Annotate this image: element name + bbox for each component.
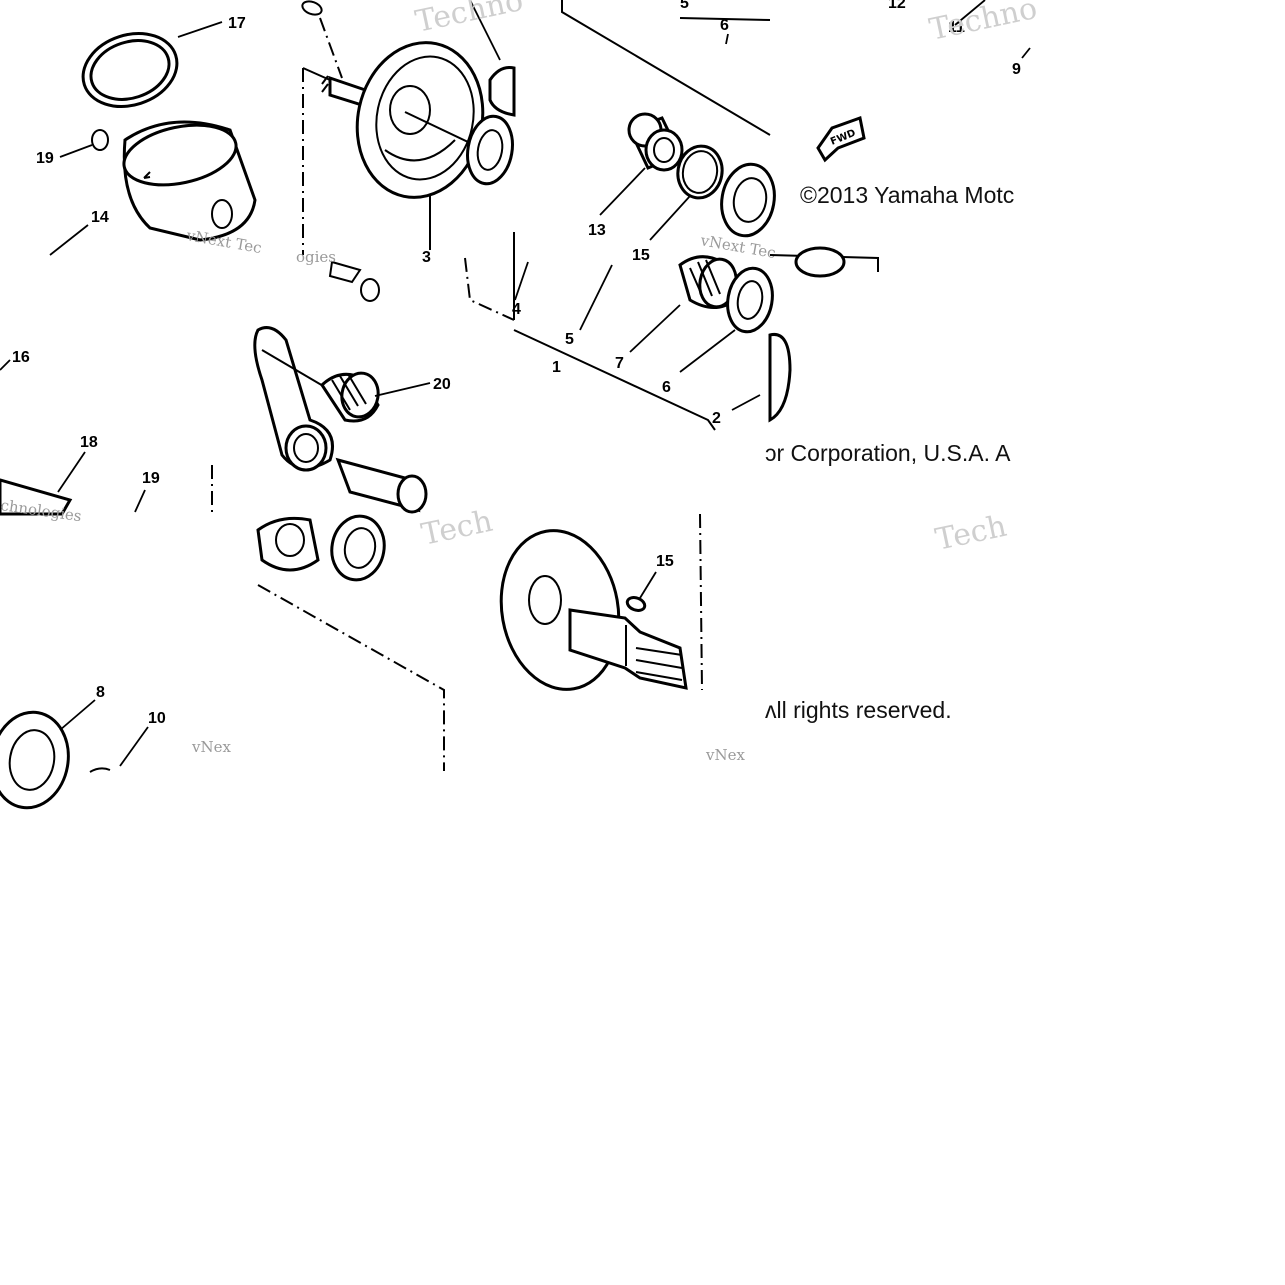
callout-6: 6 xyxy=(662,379,671,396)
crank-half-left xyxy=(302,41,511,255)
crank-bearing-left xyxy=(0,710,70,810)
callout-15: 15 xyxy=(656,553,674,570)
snap-ring xyxy=(676,144,724,200)
callout-18: 18 xyxy=(80,434,98,451)
small-end-clip xyxy=(328,260,380,302)
piston xyxy=(122,120,257,242)
copyright-line-2: ɔr Corporation, U.S.A. A xyxy=(765,440,1011,466)
watermark-text: vNex xyxy=(191,738,231,756)
callout-15: 15 xyxy=(632,247,650,264)
callout-3: 3 xyxy=(422,249,431,266)
callout-14: 14 xyxy=(91,209,109,226)
piston-clip-upper xyxy=(91,129,109,151)
watermark-text: Tech xyxy=(418,504,495,553)
callout-13: 13 xyxy=(588,222,606,239)
callout-7: 7 xyxy=(615,355,624,372)
thrust-washer-2 xyxy=(726,266,774,334)
callout-12: 12 xyxy=(888,0,906,12)
callout-8: 8 xyxy=(96,684,105,701)
watermark-text: vNex xyxy=(705,746,745,764)
ball-bearing-right xyxy=(720,162,776,238)
connecting-rod xyxy=(253,326,334,472)
woodruff-key xyxy=(625,596,647,612)
callout-4: 4 xyxy=(512,301,521,318)
callout-16: 16 xyxy=(12,349,30,366)
watermark-text: Tech xyxy=(932,509,1009,558)
callout-9: 9 xyxy=(1012,61,1021,78)
callout-5: 5 xyxy=(565,331,574,348)
watermark-text: Techno xyxy=(926,0,1040,48)
crank-pin-small xyxy=(301,0,343,79)
oil-seal xyxy=(330,514,386,582)
callout-19: 19 xyxy=(36,150,54,167)
callout-10: 10 xyxy=(148,710,166,727)
copyright-line-3: ʌll rights reserved. xyxy=(765,697,952,723)
crank-bearing-center xyxy=(256,516,320,572)
piston-pin xyxy=(0,478,73,516)
roller-partial xyxy=(488,66,516,117)
callout-11: 11 xyxy=(948,19,965,36)
needle-bearing-sleeve xyxy=(627,112,684,172)
oil-seal-left xyxy=(89,767,111,773)
callout-20: 20 xyxy=(433,376,451,393)
watermark-text: ogies xyxy=(296,248,336,266)
callout-19: 19 xyxy=(142,470,160,487)
callout-2: 2 xyxy=(712,410,721,427)
callout-6: 6 xyxy=(720,17,729,34)
fwd-arrow-mark: FWD xyxy=(816,116,866,163)
crank-pin xyxy=(335,457,428,514)
piston-ring xyxy=(81,32,179,108)
callout-1: 1 xyxy=(552,359,561,376)
watermark-text: Techno xyxy=(412,0,526,40)
crank-half-taper xyxy=(499,529,688,691)
small-end-needle-bearing xyxy=(320,371,380,423)
bracket-lines: 5 6 xyxy=(561,0,771,136)
callout-5: 5 xyxy=(680,0,689,12)
callout-17: 17 xyxy=(228,15,246,32)
thrust-washer xyxy=(466,114,514,186)
crank-half-right xyxy=(768,246,846,423)
copyright-line-1: ©2013 Yamaha Motc xyxy=(800,182,1014,208)
